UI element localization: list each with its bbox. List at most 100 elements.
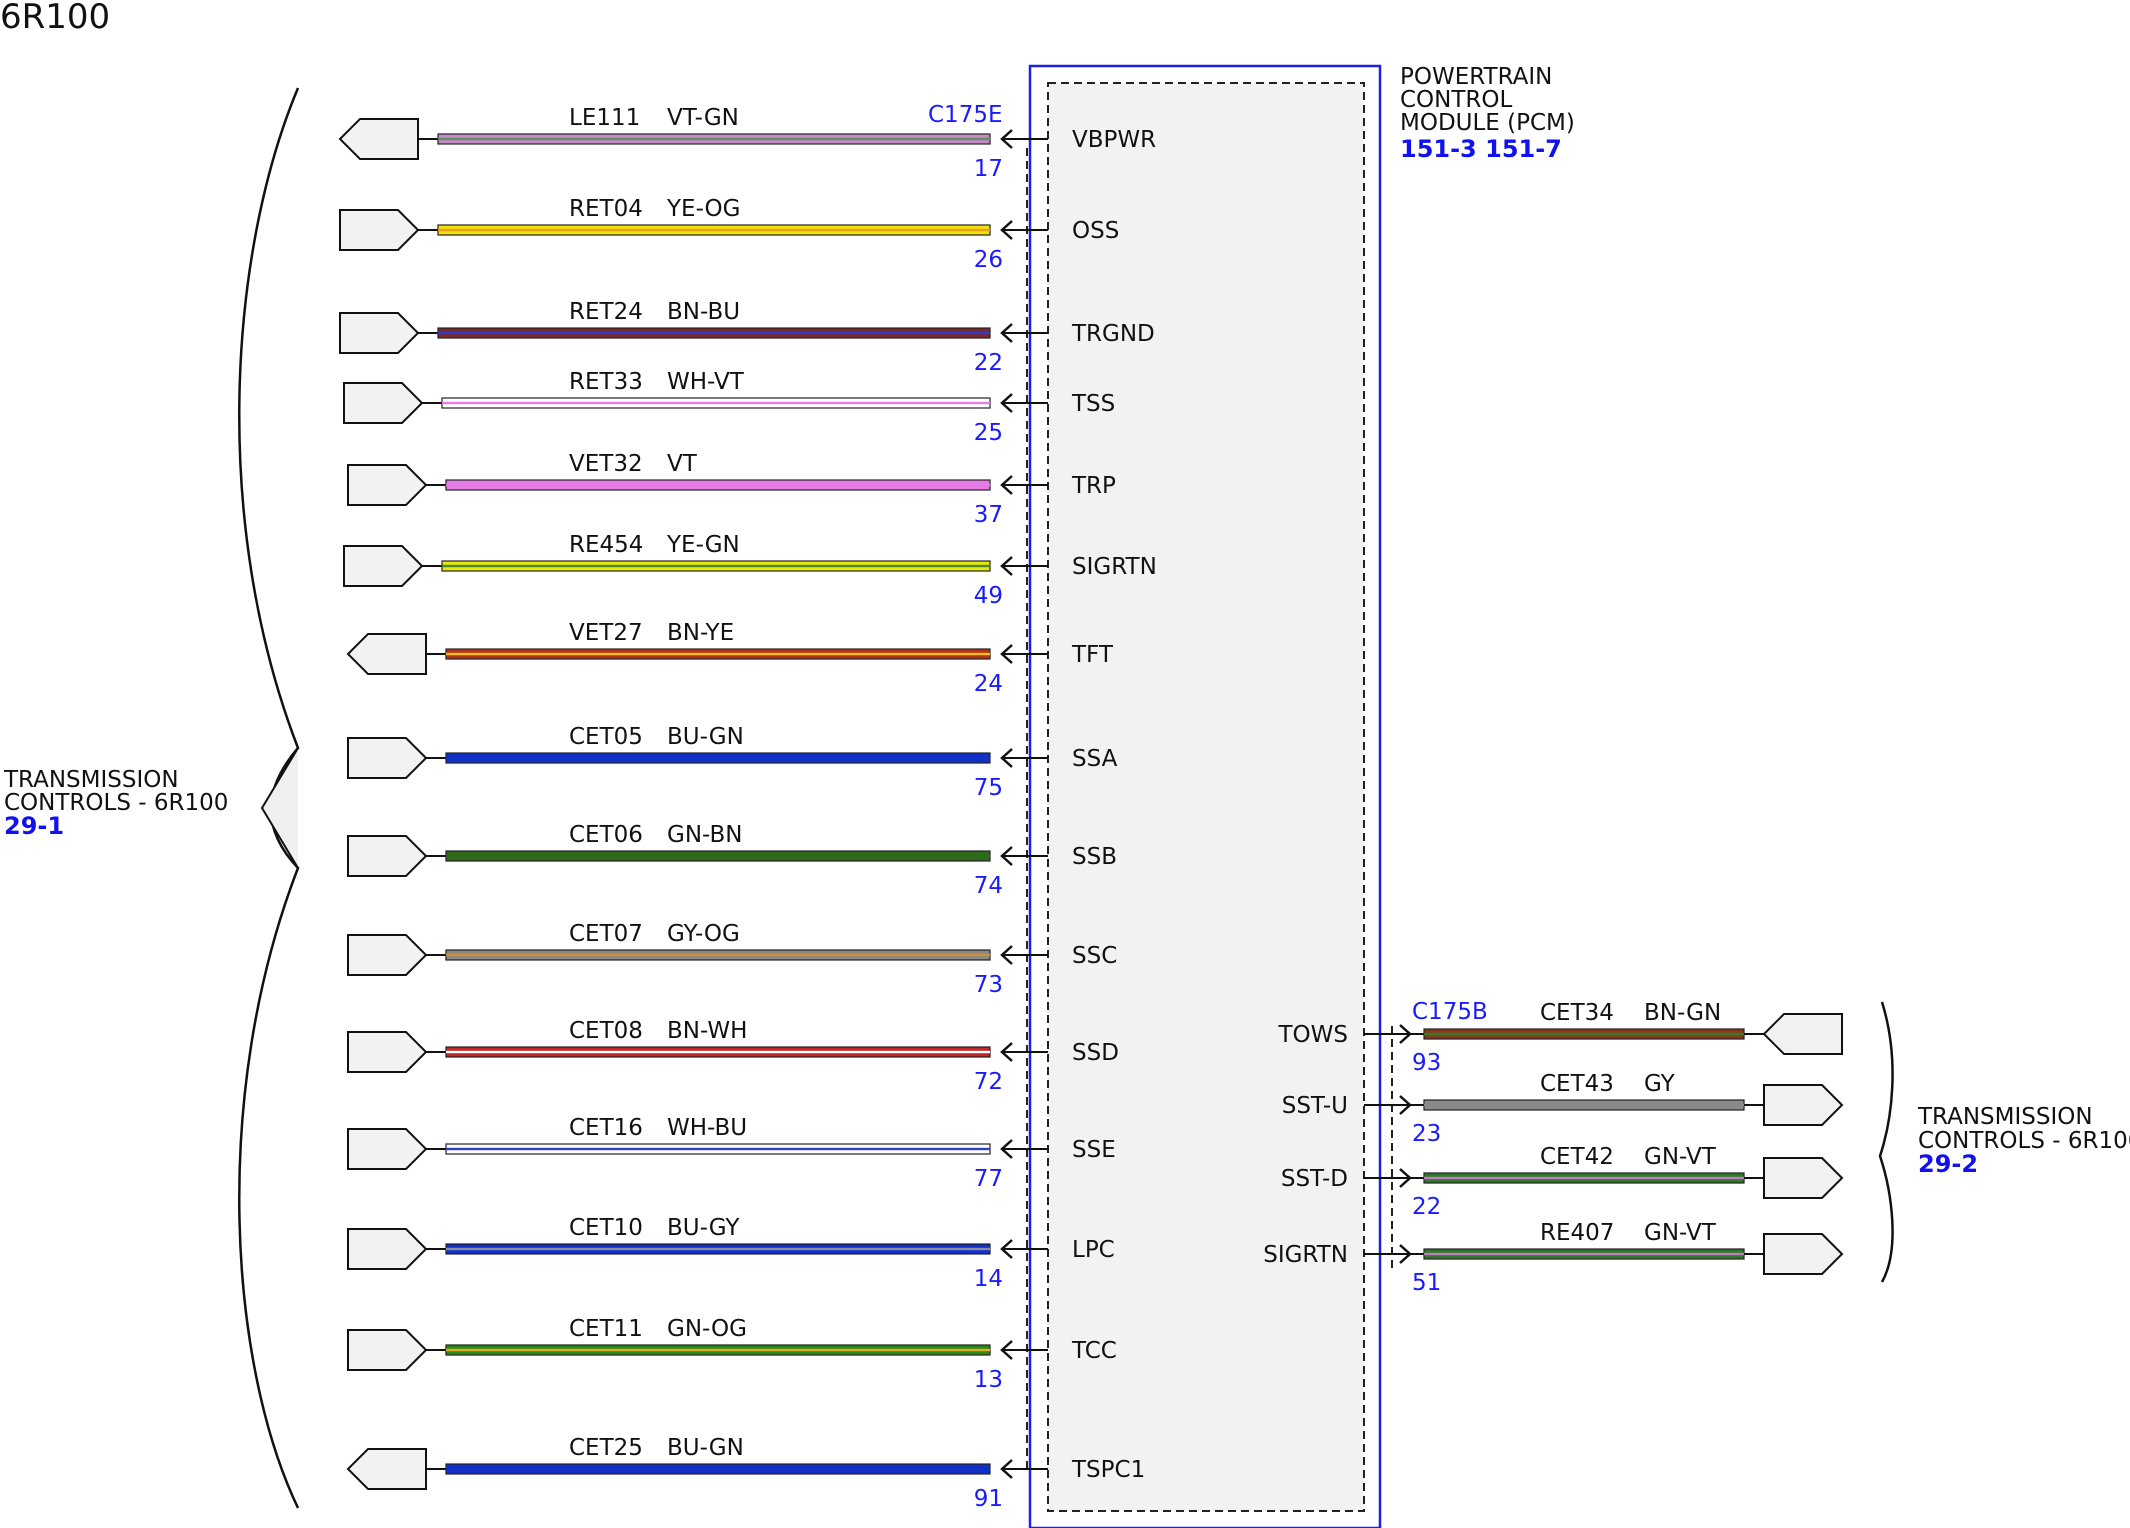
wire-color-label: BU-GN bbox=[667, 724, 744, 750]
wire-band bbox=[445, 752, 991, 764]
pin-number: 91 bbox=[974, 1486, 1003, 1512]
wire-color-label: BU-GY bbox=[667, 1215, 740, 1241]
signal-name: TCC bbox=[1071, 1338, 1117, 1364]
signal-name: TSS bbox=[1071, 391, 1115, 417]
wire-circuit-label: CET06 bbox=[569, 822, 643, 848]
right-group-line-2: CONTROLS - 6R100 bbox=[1918, 1128, 2130, 1154]
pin-number: 14 bbox=[974, 1266, 1003, 1292]
pin-number: 22 bbox=[974, 350, 1003, 376]
signal-name: SST-D bbox=[1281, 1166, 1348, 1192]
pin-arrow-icon bbox=[1399, 1095, 1412, 1115]
wire-band bbox=[445, 648, 991, 660]
wire-band bbox=[445, 850, 991, 862]
wire-band bbox=[441, 560, 991, 572]
wire-color-label: BN-YE bbox=[667, 620, 734, 646]
wire-color-label: GN-BN bbox=[667, 822, 743, 848]
pcm-page-refs[interactable]: 151-3 151-7 bbox=[1400, 135, 1562, 163]
wire-circuit-label: VET27 bbox=[569, 620, 643, 646]
signal-name: SSE bbox=[1072, 1137, 1116, 1163]
wire-band bbox=[445, 479, 991, 491]
signal-name: TSPC1 bbox=[1071, 1457, 1145, 1483]
pcm-name-line-1: POWERTRAIN bbox=[1400, 64, 1552, 90]
pin-arrow-icon bbox=[1399, 1024, 1412, 1044]
signal-name: SIGRTN bbox=[1072, 554, 1157, 580]
signal-name: SST-U bbox=[1282, 1093, 1348, 1119]
wire-circuit-label: RE407 bbox=[1540, 1220, 1614, 1246]
signal-name: TRGND bbox=[1071, 321, 1155, 347]
right-group-page-ref[interactable]: 29-2 bbox=[1918, 1150, 1978, 1178]
wire-color-label: GN-VT bbox=[1644, 1220, 1717, 1246]
pin-number: 77 bbox=[974, 1166, 1003, 1192]
wire-end-connector[interactable] bbox=[347, 1228, 428, 1270]
left-group-page-ref[interactable]: 29-1 bbox=[4, 812, 64, 840]
wire-color-label: BN-WH bbox=[667, 1018, 747, 1044]
pin-number: 93 bbox=[1412, 1050, 1441, 1076]
wire-circuit-label: RET24 bbox=[569, 299, 643, 325]
signal-name: LPC bbox=[1072, 1237, 1115, 1263]
wire-end-connector[interactable] bbox=[347, 1031, 428, 1073]
wire-end-connector[interactable] bbox=[347, 464, 428, 506]
wire-end-connector[interactable] bbox=[339, 209, 420, 251]
pcm-module-body bbox=[1047, 82, 1365, 1512]
signal-name: TOWS bbox=[1278, 1022, 1349, 1048]
wire-band bbox=[445, 1143, 991, 1155]
wire-end-connector[interactable] bbox=[347, 835, 428, 877]
wire-circuit-label: LE111 bbox=[569, 105, 640, 131]
wire-end-connector[interactable] bbox=[347, 1329, 428, 1371]
left-group-brace-tip bbox=[260, 747, 299, 869]
wire-circuit-label: RET04 bbox=[569, 196, 643, 222]
wire-end-connector[interactable] bbox=[346, 1448, 427, 1490]
wire-color-label: VT-GN bbox=[667, 105, 739, 131]
pcm-name-line-3: MODULE (PCM) bbox=[1400, 110, 1575, 136]
wire-circuit-label: CET05 bbox=[569, 724, 643, 750]
pin-number: 51 bbox=[1412, 1270, 1441, 1296]
wire-color-label: WH-VT bbox=[667, 369, 745, 395]
wire-color-label: BN-BU bbox=[667, 299, 740, 325]
wire-end-connector[interactable] bbox=[1763, 1157, 1844, 1199]
connector-c175e-label: C175E bbox=[928, 102, 1003, 128]
wire-end-connector[interactable] bbox=[339, 312, 420, 354]
wire-circuit-label: RE454 bbox=[569, 532, 643, 558]
wire-color-label: GY-OG bbox=[667, 921, 740, 947]
wire-circuit-label: CET42 bbox=[1540, 1144, 1614, 1170]
wire-end-connector[interactable] bbox=[343, 545, 424, 587]
diagram-title: 6R100 bbox=[0, 0, 110, 37]
wire-color-label: BN-GN bbox=[1644, 1000, 1721, 1026]
wire-circuit-label: CET07 bbox=[569, 921, 643, 947]
wire-end-connector[interactable] bbox=[1763, 1233, 1844, 1275]
wire-end-connector[interactable] bbox=[347, 737, 428, 779]
left-group-line-1: TRANSMISSION bbox=[3, 767, 179, 793]
wire-end-connector[interactable] bbox=[347, 1128, 428, 1170]
pin-arrow-icon bbox=[1399, 1168, 1412, 1188]
wire-end-connector[interactable] bbox=[1762, 1013, 1843, 1055]
wire-band bbox=[445, 1463, 991, 1475]
wire-end-connector[interactable] bbox=[1763, 1084, 1844, 1126]
wire-color-label: BU-GN bbox=[667, 1435, 744, 1461]
wire-end-connector[interactable] bbox=[338, 118, 419, 160]
pin-number: 73 bbox=[974, 972, 1003, 998]
wire-color-label: YE-OG bbox=[666, 196, 740, 222]
wire-row-trgnd: RET24 BN-BU 22 TRGND bbox=[339, 299, 1155, 376]
pin-number: 24 bbox=[974, 671, 1003, 697]
wire-end-connector[interactable] bbox=[347, 934, 428, 976]
wire-end-connector[interactable] bbox=[343, 382, 424, 424]
pin-number: 26 bbox=[974, 247, 1003, 273]
pin-number: 49 bbox=[974, 583, 1003, 609]
wire-end-connector[interactable] bbox=[346, 633, 427, 675]
wire-band bbox=[437, 224, 991, 236]
pin-number: 17 bbox=[974, 156, 1003, 182]
wire-band bbox=[437, 327, 991, 339]
pin-number: 37 bbox=[974, 502, 1003, 528]
